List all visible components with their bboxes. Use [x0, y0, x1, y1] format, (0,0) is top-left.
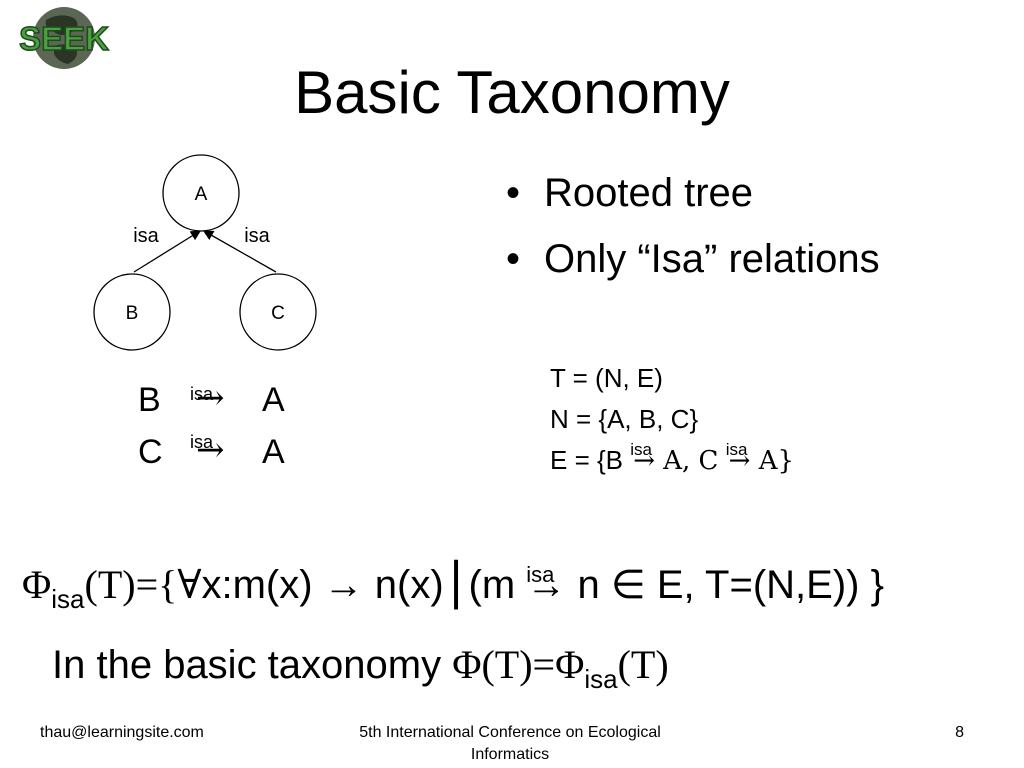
edge-c-to-a — [202, 230, 277, 273]
node-a — [162, 154, 240, 232]
footer-email: thau@learningsite.com — [40, 724, 204, 741]
definition-line-1: T = (N, E) — [550, 363, 663, 393]
bullet-item: Rooted tree — [506, 170, 880, 216]
node-b — [93, 273, 171, 351]
formula-phi-isa: Φisa(T)={∀x:m(x) → n(x)|(m isa→ n ∈ E, T… — [22, 552, 884, 614]
arrow-icon: → — [196, 430, 225, 470]
edge-right-label: isa — [244, 225, 270, 247]
bullet-list: Rooted tree Only “Isa” relations — [506, 170, 880, 302]
taxonomy-tree-diagram: A B C isa isa — [93, 154, 317, 351]
arrow-icon: → — [196, 378, 225, 418]
node-b-label: B — [126, 303, 139, 324]
relation-to: A — [262, 381, 285, 419]
footer-conference: 5th International Conference on Ecologic… — [359, 724, 661, 763]
slide-number: 8 — [955, 724, 964, 741]
definition-line-3: E = {B isa → A, C isa → A} — [550, 440, 795, 476]
relation-from: C — [138, 433, 163, 471]
node-a-label: A — [195, 184, 208, 205]
relation-to: A — [262, 433, 285, 471]
relation-c-isa-a: C isa → A — [138, 430, 318, 472]
node-c — [239, 273, 317, 351]
relation-b-isa-a: B isa → A — [138, 378, 318, 420]
globe-landmass — [45, 15, 78, 35]
relation-from: B — [138, 381, 161, 419]
relation-label: isa — [190, 384, 214, 404]
edge-b-to-a — [133, 230, 202, 273]
node-c-label: C — [271, 303, 285, 324]
edge-left-label: isa — [133, 225, 159, 247]
logo-text: SEEK — [19, 20, 109, 57]
page-title: Basic Taxonomy — [294, 59, 730, 126]
seek-logo: SEEK — [18, 7, 110, 69]
relation-label: isa — [190, 432, 214, 452]
bullet-item: Only “Isa” relations — [506, 236, 880, 282]
formula-basic-taxonomy: In the basic taxonomy Φ(T)=Φisa(T) — [52, 642, 669, 694]
definition-line-2: N = {A, B, C} — [550, 404, 699, 434]
